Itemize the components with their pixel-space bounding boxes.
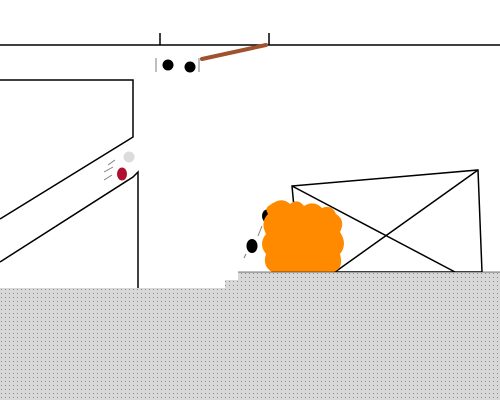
grey-ball-sprite [123,151,135,163]
red-ball [117,167,127,181]
cart-outline [155,58,200,72]
stick [200,43,268,61]
rolling-red-ball-sprite [103,151,135,181]
ground-floor [0,271,500,400]
top-rail [0,33,500,46]
left-ramp [0,79,139,288]
cart-wheel-right [184,61,196,73]
motion-lines [103,159,116,181]
fire-blob-sprite [262,200,344,272]
stick-cart-sprite [155,43,268,73]
cart-wheel-left [162,59,174,71]
